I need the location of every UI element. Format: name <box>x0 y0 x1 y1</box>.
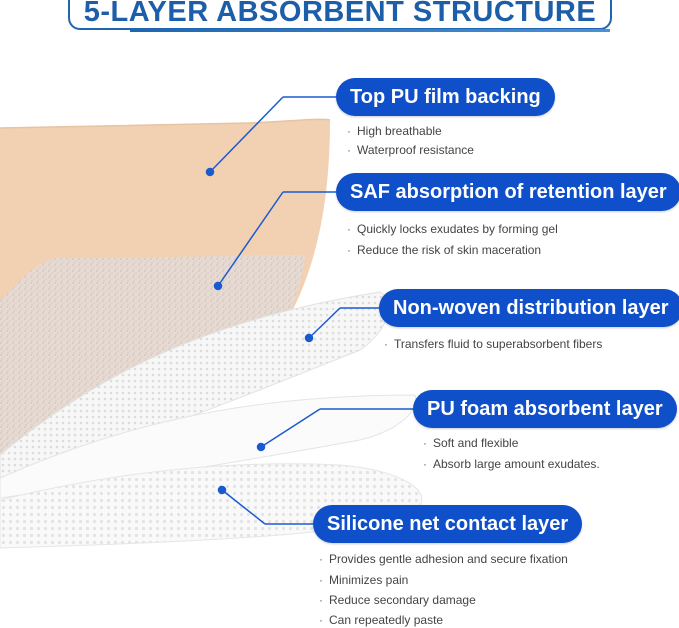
title-banner: 5-LAYER ABSORBENT STRUCTURE <box>68 0 612 32</box>
leader-line-4 <box>260 408 321 448</box>
leader-dot-1 <box>205 167 215 177</box>
layer-label-silicone-net: Silicone net contact layer <box>313 505 583 543</box>
layer-label-non-woven: Non-woven distribution layer <box>379 289 679 327</box>
leader-line-2 <box>217 191 284 287</box>
bullet-item: ·Minimizes pain <box>319 573 409 587</box>
bullet-item: ·Reduce secondary damage <box>319 593 476 607</box>
leader-line-5 <box>221 489 266 525</box>
bullet-item: ·Can repeatedly paste <box>319 613 444 627</box>
page-title: 5-LAYER ABSORBENT STRUCTURE <box>83 0 597 28</box>
bullet-item: ·High breathable <box>347 124 442 138</box>
layer-label-pu-foam: PU foam absorbent layer <box>413 390 677 428</box>
leader-dot-4 <box>256 442 266 452</box>
bullet-item: ·Quickly locks exudates by forming gel <box>347 222 558 236</box>
bullet-item: ·Soft and flexible <box>423 436 519 450</box>
leader-line-3 <box>308 307 341 339</box>
leader-line-1 <box>209 96 284 173</box>
leader-dot-5 <box>217 485 227 495</box>
bullet-item: ·Transfers fluid to superabsorbent fiber… <box>384 337 603 351</box>
layer-label-pu-film: Top PU film backing <box>336 78 555 116</box>
leader-dot-2 <box>213 281 223 291</box>
bullet-item: ·Absorb large amount exudates. <box>423 457 600 471</box>
bullet-item: ·Reduce the risk of skin maceration <box>347 243 542 257</box>
leader-dot-3 <box>304 333 314 343</box>
layer-label-saf: SAF absorption of retention layer <box>336 173 679 211</box>
bullet-item: ·Provides gentle adhesion and secure fix… <box>319 552 568 566</box>
bullet-item: ·Waterproof resistance <box>347 143 474 157</box>
